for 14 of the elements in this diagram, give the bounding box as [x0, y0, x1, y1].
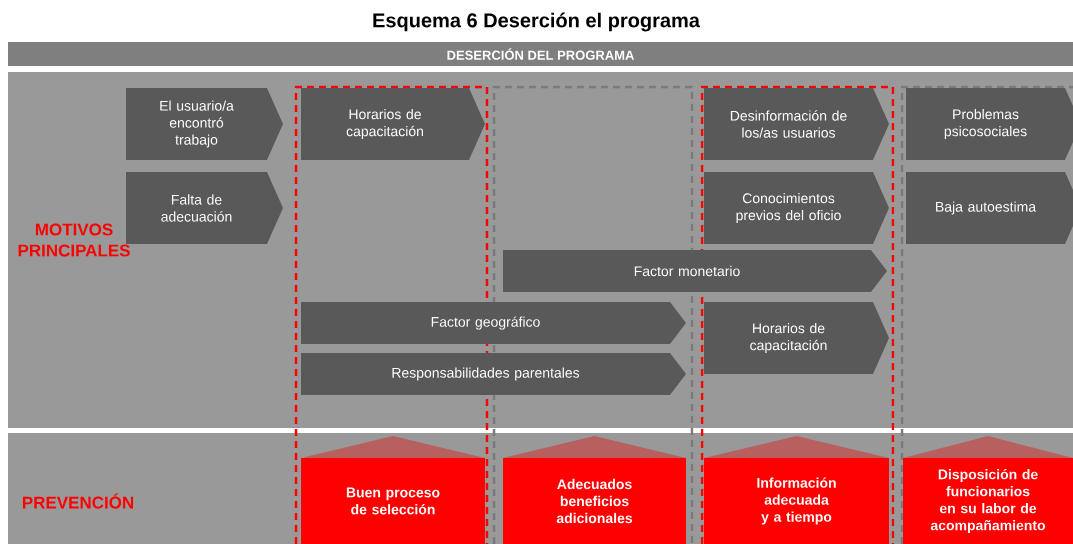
- pentagon-box: Horarios de capacitación: [704, 302, 889, 374]
- prevention-box: Disposición de funcionarios en su labor de acompañamiento: [903, 436, 1073, 544]
- title: Esquema 6 Deserción el programa: [373, 12, 701, 32]
- pentagon-box: Desinformación de los/as usuarios: [704, 88, 889, 160]
- pentagon-box: Baja autoestima: [906, 172, 1073, 244]
- prevention-box: Buen proceso de selección: [301, 436, 485, 544]
- pentagon-box: El usuario/a encontró trabajo: [126, 88, 283, 160]
- prevention-box: Información adecuada y a tiempo: [704, 436, 889, 544]
- prevention-box: Adecuados beneficios adicionales: [503, 436, 686, 544]
- pentagon-box: Horarios de capacitación: [301, 88, 485, 160]
- pentagon-box: Conocimientos previos del oficio: [704, 172, 889, 244]
- header-bar: DESERCIÓN DEL PROGRAMA: [8, 42, 1073, 66]
- pentagon-box: Problemas psicosociales: [906, 88, 1073, 160]
- pentagon-box: Falta de adecuación: [126, 172, 283, 244]
